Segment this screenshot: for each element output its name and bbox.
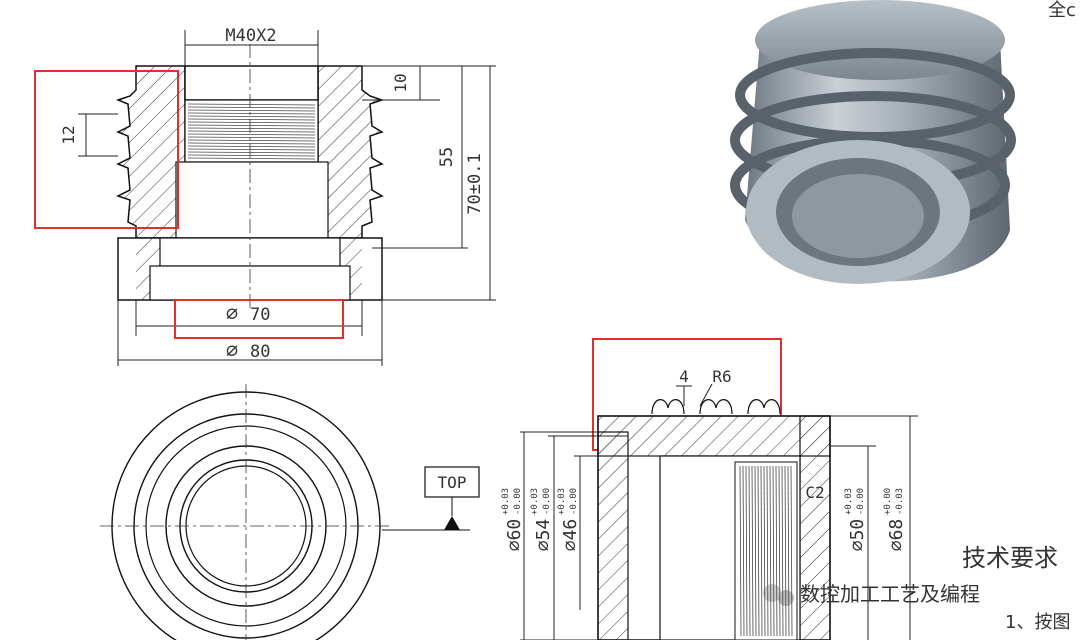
- side-thread-line: [772, 465, 775, 637]
- side-thread-line: [763, 465, 766, 637]
- dim-dia-54: 54: [533, 519, 554, 541]
- side-thread-line: [775, 465, 778, 637]
- thread-label: M40X2: [225, 26, 276, 46]
- 3d-model-render: [730, 0, 1016, 284]
- tech-requirements-item-1: 1、按图: [1005, 612, 1070, 633]
- side-thread-line: [739, 465, 742, 637]
- dia-46-symbol: ⌀: [560, 540, 581, 551]
- svg-text:⌀46: ⌀46: [560, 519, 581, 552]
- dim-12: 12: [59, 125, 78, 144]
- side-thread-line: [742, 465, 745, 637]
- dia-50-tol-upper: +0.03: [844, 488, 854, 515]
- thread-line: [187, 121, 316, 124]
- dia-68-tol-upper: +0.00: [883, 488, 893, 515]
- groove-width-label: 4: [679, 367, 689, 386]
- chamfer-label: C2: [805, 483, 824, 502]
- thread-line: [187, 112, 316, 115]
- dim-dia-46-group: ⌀46 +0.03 -0.00: [557, 488, 581, 551]
- section-right-wall: [317, 65, 385, 239]
- side-thread-line: [769, 465, 772, 637]
- side-thread-line: [784, 465, 787, 637]
- dim-dia-68-group: ⌀68 +0.00 -0.03: [883, 488, 907, 551]
- thread-line: [187, 136, 316, 139]
- dim-55: 55: [437, 147, 457, 167]
- thread-line: [187, 106, 316, 109]
- dia-54-tol-lower: -0.00: [542, 488, 552, 515]
- thread-line: [187, 157, 316, 160]
- svg-text:⌀54: ⌀54: [533, 519, 554, 552]
- dia-60-tol-lower: -0.00: [513, 488, 523, 515]
- dim-dia-46: 46: [560, 519, 581, 541]
- dim-dia-68: 68: [886, 519, 907, 541]
- dim-dia-60: 60: [504, 519, 525, 541]
- thread-line: [187, 127, 316, 130]
- svg-text:⌀50: ⌀50: [847, 519, 868, 552]
- dia-46-tol-upper: +0.03: [557, 488, 567, 515]
- corner-text-fragment: 全c: [1048, 0, 1076, 21]
- side-thread-line: [751, 465, 754, 637]
- side-thread-line: [748, 465, 751, 637]
- top-label: TOP: [438, 473, 467, 492]
- thread-line: [187, 103, 316, 106]
- dim-dia-50: 50: [847, 519, 868, 541]
- thread-line: [187, 109, 316, 112]
- side-thread-line: [790, 465, 793, 637]
- side-section-view: [597, 383, 831, 640]
- dim-10: 10: [391, 73, 410, 92]
- thread-line: [187, 139, 316, 142]
- side-thread-line: [781, 465, 784, 637]
- svg-text:⌀68: ⌀68: [886, 519, 907, 552]
- dia-68-tol-lower: -0.03: [895, 488, 905, 515]
- side-thread-line: [760, 465, 763, 637]
- dim-dia-60-group: ⌀60 +0.03 -0.00: [501, 488, 525, 551]
- thread-line: [187, 130, 316, 133]
- side-thread-line: [757, 465, 760, 637]
- plan-view: [100, 384, 392, 640]
- dim-dia-50-group: ⌀50 +0.03 -0.00: [844, 488, 868, 551]
- diameter-70-symbol: ⌀: [226, 301, 238, 325]
- highlight-groove-box: [34, 70, 179, 229]
- dim-dia-80: 80: [250, 342, 270, 362]
- side-dimensions: [520, 415, 918, 640]
- thread-line: [187, 148, 316, 151]
- side-thread-line: [745, 465, 748, 637]
- dia-50-symbol: ⌀: [847, 540, 868, 551]
- dia-68-symbol: ⌀: [886, 540, 907, 551]
- svg-text:⌀60: ⌀60: [504, 519, 525, 552]
- thread-line: [187, 154, 316, 157]
- side-thread-line: [778, 465, 781, 637]
- thread-line: [187, 115, 316, 118]
- dim-dia-54-group: ⌀54 +0.03 -0.00: [530, 488, 554, 551]
- thread-line: [187, 118, 316, 121]
- dim-70-tolerance: 70±0.1: [465, 153, 485, 214]
- section-dimensions: [78, 30, 496, 366]
- thread-line: [187, 142, 316, 145]
- dia-60-symbol: ⌀: [504, 540, 525, 551]
- watermark-text: 数控加工工艺及编程: [800, 582, 980, 606]
- side-thread-line: [766, 465, 769, 637]
- dia-54-symbol: ⌀: [533, 540, 554, 551]
- side-thread-line: [754, 465, 757, 637]
- side-thread-line: [787, 465, 790, 637]
- section-left-wall: [115, 65, 186, 239]
- dim-dia-70: 70: [250, 305, 270, 325]
- highlight-dia70-box: [174, 299, 344, 339]
- dia-60-tol-upper: +0.03: [501, 488, 511, 515]
- radius-label: R6: [712, 367, 731, 386]
- tech-requirements-heading: 技术要求: [962, 544, 1058, 572]
- dia-46-tol-lower: -0.00: [569, 488, 579, 515]
- dia-54-tol-upper: +0.03: [530, 488, 540, 515]
- section-view: [115, 44, 385, 310]
- thread-line: [187, 124, 316, 127]
- dia-50-tol-lower: -0.00: [856, 488, 866, 515]
- diameter-80-symbol: ⌀: [226, 338, 238, 362]
- thread-line: [187, 145, 316, 148]
- thread-line: [187, 133, 316, 136]
- thread-line: [187, 151, 316, 154]
- top-marker: [382, 466, 480, 531]
